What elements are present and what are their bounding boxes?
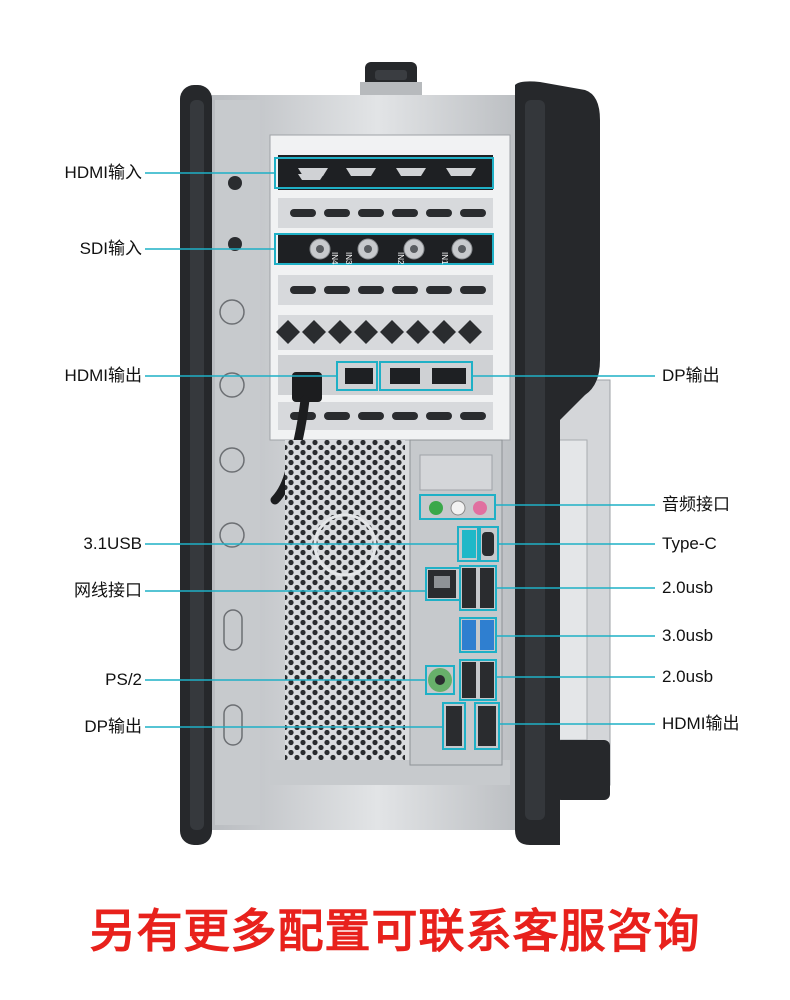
hdmi-input-port bbox=[298, 168, 328, 176]
type-c-port bbox=[482, 532, 494, 556]
left-side-holes bbox=[219, 176, 245, 746]
lattice-hole bbox=[302, 320, 326, 344]
lattice-hole bbox=[432, 320, 456, 344]
gpu-outputs bbox=[345, 368, 466, 384]
vent-slot bbox=[358, 412, 384, 420]
vent-slot bbox=[324, 412, 350, 420]
label-dp-output-right: DP输出 bbox=[662, 366, 720, 385]
hdmi-input-port bbox=[396, 168, 426, 176]
vent-slot bbox=[324, 209, 350, 217]
vent-slot bbox=[358, 209, 384, 217]
vent-slot bbox=[290, 209, 316, 217]
sdi-port-group bbox=[309, 238, 473, 260]
sdi-labels: IN4 IN3 IN2 IN1 bbox=[330, 252, 449, 265]
sdi-label-in3: IN3 bbox=[344, 252, 353, 265]
vent-slot bbox=[426, 412, 452, 420]
lattice-hole bbox=[380, 320, 404, 344]
vent-slot bbox=[324, 286, 350, 294]
bnc-pin bbox=[458, 245, 466, 253]
hdmi-port bbox=[478, 706, 496, 746]
label-ps2: PS/2 bbox=[105, 670, 142, 689]
label-lan: 网线接口 bbox=[74, 581, 142, 600]
hdmi-input-port bbox=[346, 168, 376, 176]
label-hdmi-input: HDMI输入 bbox=[64, 163, 142, 182]
lattice-hole bbox=[276, 320, 300, 344]
lattice-vent bbox=[276, 320, 482, 344]
lattice-hole bbox=[406, 320, 430, 344]
label-hdmi-output-right: HDMI输出 bbox=[662, 714, 740, 733]
sdi-label-in1: IN1 bbox=[440, 252, 449, 265]
usb20-port-b bbox=[480, 568, 494, 608]
vent-slot bbox=[460, 286, 486, 294]
footer-notice: 另有更多配置可联系客服咨询 bbox=[89, 905, 701, 957]
fan-grill bbox=[270, 440, 510, 785]
vent-slot bbox=[392, 412, 418, 420]
vent-slots bbox=[290, 209, 486, 420]
usb20-port-c bbox=[462, 662, 476, 698]
vent-slot bbox=[358, 286, 384, 294]
hdmi-input-port-group bbox=[298, 168, 476, 176]
label-sdi-input: SDI输入 bbox=[79, 239, 142, 258]
lattice-hole bbox=[354, 320, 378, 344]
label-audio: 音频接口 bbox=[662, 495, 730, 514]
usb31-port bbox=[462, 530, 476, 558]
vent-slot bbox=[426, 209, 452, 217]
label-dp-output-left: DP输出 bbox=[84, 717, 142, 736]
audio-mic-jack bbox=[473, 501, 487, 515]
audio-line-in-jack bbox=[450, 500, 466, 516]
vent-slot bbox=[426, 286, 452, 294]
bnc-pin bbox=[410, 245, 418, 253]
bnc-pin bbox=[316, 245, 324, 253]
io-shield bbox=[409, 439, 503, 766]
lattice-hole bbox=[458, 320, 482, 344]
label-usb20-lower: 2.0usb bbox=[662, 667, 714, 686]
vent-slot bbox=[290, 286, 316, 294]
sdi-label-in4: IN4 bbox=[330, 252, 339, 265]
lattice-hole bbox=[328, 320, 352, 344]
bnc-pin bbox=[364, 245, 372, 253]
dp-port bbox=[446, 706, 462, 746]
usb30-port-a bbox=[462, 620, 476, 650]
vent-slot bbox=[392, 286, 418, 294]
audio-line-out-jack bbox=[429, 501, 443, 515]
usb20-port-d bbox=[480, 662, 494, 698]
vent-slot bbox=[460, 209, 486, 217]
label-hdmi-output-left: HDMI输出 bbox=[64, 366, 142, 385]
label-type-c: Type-C bbox=[662, 534, 717, 553]
right-bumper bbox=[515, 81, 610, 845]
vent-slot bbox=[460, 412, 486, 420]
left-bumper bbox=[180, 85, 212, 845]
leader-lines bbox=[145, 172, 655, 728]
usb20-port-a bbox=[462, 568, 476, 608]
top-handle bbox=[360, 62, 422, 96]
usb30-port-b bbox=[480, 620, 494, 650]
vent-slot bbox=[392, 209, 418, 217]
label-usb31: 3.1USB bbox=[83, 534, 142, 553]
sdi-label-in2: IN2 bbox=[396, 252, 405, 265]
hdmi-input-port bbox=[446, 168, 476, 176]
label-usb20-upper: 2.0usb bbox=[662, 578, 714, 597]
label-usb30: 3.0usb bbox=[662, 626, 714, 645]
